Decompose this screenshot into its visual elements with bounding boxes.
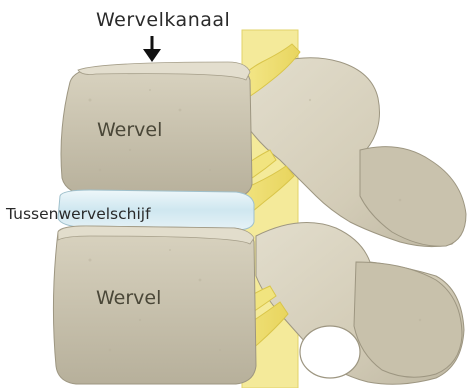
cut-surface	[300, 326, 360, 378]
lower-spinous-process	[354, 262, 462, 377]
lower-vertebra-label: Wervel	[96, 287, 161, 309]
disc-label: Tussenwervelschijf	[6, 205, 151, 223]
upper-vertebra-label: Wervel	[97, 119, 162, 141]
canal-label: Wervelkanaal	[96, 9, 230, 31]
arrow-down-icon	[143, 36, 161, 62]
